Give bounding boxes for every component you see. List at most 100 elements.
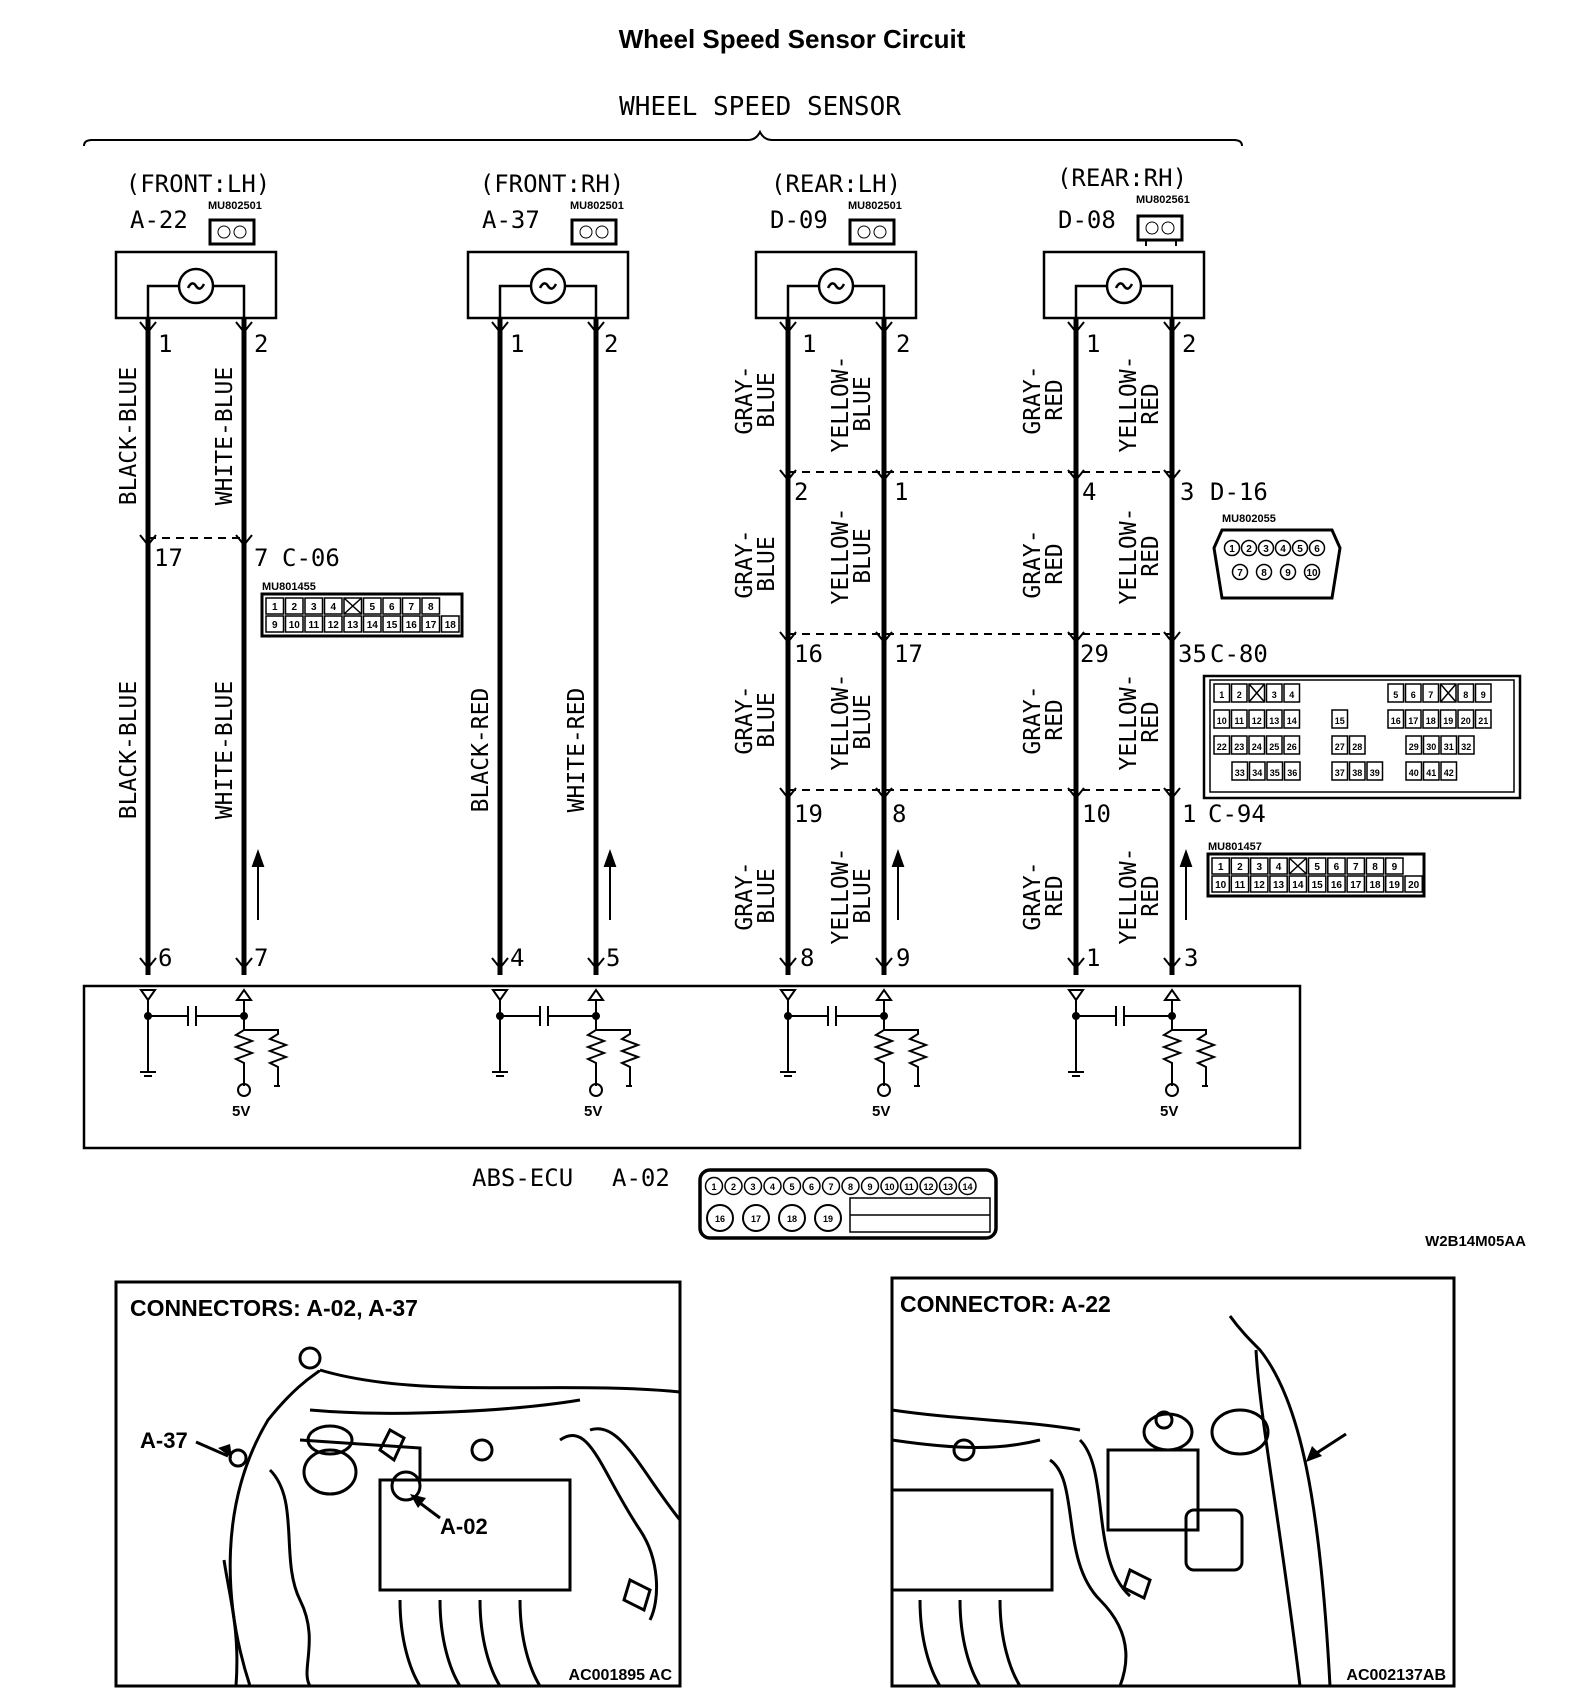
pin-cell	[1422, 761, 1440, 781]
pin-cell	[1240, 539, 1258, 557]
pin-label: 17	[1408, 716, 1418, 726]
pin-cell	[1213, 735, 1231, 755]
engine-bay-illustration	[222, 1346, 682, 1687]
pin-label: 1	[711, 1182, 716, 1192]
pin-cell	[814, 1204, 842, 1232]
signal-arrow-icon	[251, 849, 1193, 920]
svg-text:WHITE-BLUE: WHITE-BLUE	[212, 681, 238, 819]
svg-text:RED: RED	[1138, 383, 1164, 425]
pin-cell	[1474, 683, 1492, 703]
pin-cell	[1266, 761, 1284, 781]
pin-label: 4	[1289, 690, 1294, 700]
pin-label: 20	[1461, 716, 1471, 726]
pin-cell	[265, 597, 285, 615]
svg-text:5V: 5V	[872, 1103, 890, 1120]
connector-part-number: MU802501	[848, 200, 902, 212]
pin-cell	[1265, 735, 1283, 755]
pin-cell	[323, 597, 343, 615]
svg-text:C-80: C-80	[1210, 640, 1268, 668]
pin-label: 19	[1389, 880, 1401, 891]
connector-id-label: A-37	[482, 206, 540, 234]
pin-cell	[763, 1176, 782, 1196]
svg-text:YELLOW-: YELLOW-	[1116, 848, 1142, 945]
pin-label: 8	[428, 602, 434, 613]
pin-label: 2	[291, 602, 297, 613]
pin-label: 39	[1370, 768, 1380, 778]
pin-cell	[1457, 683, 1475, 703]
pin-cell	[1440, 735, 1458, 755]
photo-title: CONNECTORS: A-02, A-37	[130, 1295, 418, 1321]
pin-label: 6	[389, 602, 395, 613]
svg-text:BLUE: BLUE	[850, 694, 876, 749]
pin-label: 19	[823, 1214, 833, 1224]
sensor-rear-lh-header: (REAR:LH) D-09 MU802501	[770, 170, 902, 234]
svg-text:C-94: C-94	[1208, 800, 1266, 828]
sensor-coil-icon	[146, 267, 1174, 318]
pin-label: 2	[731, 1182, 736, 1192]
pin-label: 17	[425, 620, 437, 631]
pin-cell	[1248, 761, 1266, 781]
pin-cell	[304, 597, 324, 615]
pin-cell	[802, 1176, 821, 1196]
pin-cell	[742, 1204, 770, 1232]
pin-label: 7	[408, 602, 414, 613]
pin-cell	[1291, 539, 1309, 557]
pin-label: 37	[1335, 768, 1345, 778]
photo-code: AC002137AB	[1346, 1667, 1446, 1684]
svg-text:WHITE-BLUE: WHITE-BLUE	[212, 367, 238, 505]
svg-text:GRAY-: GRAY-	[1020, 529, 1046, 598]
svg-text:2: 2	[794, 478, 808, 506]
pin-cell	[1265, 709, 1283, 729]
svg-text:1: 1	[1182, 800, 1196, 828]
pin-label: 10	[1217, 716, 1227, 726]
pin-label: 11	[1235, 880, 1246, 891]
svg-text:BLUE: BLUE	[754, 868, 780, 923]
pin-label: 12	[1254, 880, 1266, 891]
svg-text:BLACK-BLUE: BLACK-BLUE	[116, 681, 142, 819]
svg-text:YELLOW-: YELLOW-	[1116, 356, 1142, 453]
pin-label: 9	[1392, 862, 1398, 873]
ecu-input-circuits	[139, 988, 1217, 1097]
svg-text:GRAY-: GRAY-	[1020, 365, 1046, 434]
pin-label: 11	[904, 1182, 914, 1192]
pin-label: 9	[1481, 690, 1486, 700]
photo-title: CONNECTOR: A-22	[900, 1291, 1111, 1317]
pin-cell	[1404, 875, 1424, 893]
sensor-group-label: WHEEL SPEED SENSOR	[619, 92, 901, 122]
pin-cell	[1387, 709, 1405, 729]
pin-cell	[1365, 875, 1385, 893]
pin-cell	[860, 1176, 880, 1196]
sensor-position-label: (FRONT:RH)	[480, 170, 625, 198]
svg-text:4: 4	[510, 944, 524, 972]
pin-label: 7	[1353, 862, 1359, 873]
pin-label: 14	[1292, 880, 1304, 891]
pin-label: 21	[1478, 716, 1488, 726]
photo-callout: A-37	[140, 1428, 188, 1453]
abs-ecu-box	[82, 984, 1302, 1150]
pin-label: 1	[1219, 690, 1224, 700]
pin-label: 7	[1237, 568, 1243, 579]
svg-text:10: 10	[1082, 800, 1111, 828]
svg-text:1: 1	[894, 478, 908, 506]
pin-label: 18	[1426, 716, 1436, 726]
pin-label: 24	[1252, 742, 1262, 752]
pin-cell	[1223, 539, 1241, 557]
pin-cell	[1231, 563, 1249, 581]
pin-cell	[1405, 735, 1423, 755]
pin-label: 10	[1215, 880, 1227, 891]
pin-cell	[1248, 683, 1266, 703]
svg-text:RED: RED	[1042, 875, 1068, 917]
pin-label: 15	[1312, 880, 1324, 891]
pin-cell	[362, 597, 382, 615]
pin-cell	[343, 615, 363, 633]
pin-label: 14	[367, 620, 379, 631]
pin-label: 5	[1314, 862, 1320, 873]
pin-label: 8	[1372, 862, 1378, 873]
pin-cell	[1327, 875, 1346, 893]
pin-cell	[1249, 857, 1269, 875]
pin-label: 13	[1269, 716, 1279, 726]
pin-cell	[1211, 875, 1231, 893]
pin-label: 3	[1256, 862, 1262, 873]
pin-cell	[1248, 735, 1266, 755]
